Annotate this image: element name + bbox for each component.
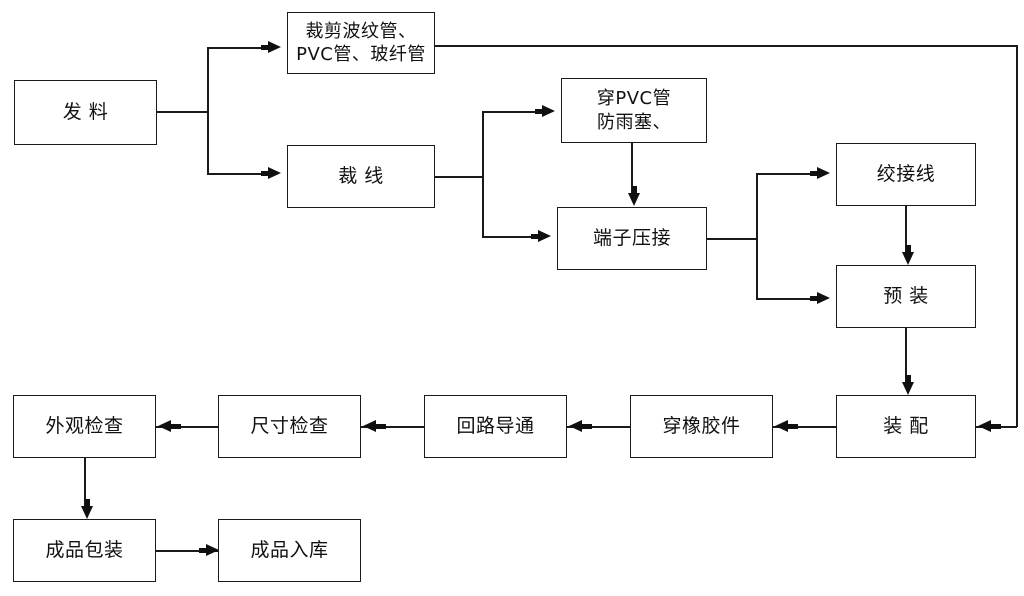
node-appearance-inspection[interactable]: 外观检查 xyxy=(13,395,156,458)
arrowhead-splice-to-preassembly xyxy=(902,245,914,265)
node-terminal-crimping[interactable]: 端子压接 xyxy=(557,207,707,270)
edge-crimp-bus-vertical xyxy=(756,173,758,299)
arrowhead-preassembly-to-assembly xyxy=(902,375,914,395)
node-rubber-parts-label: 穿橡胶件 xyxy=(662,415,741,438)
arrowhead-to-splice xyxy=(810,167,830,179)
node-preassembly[interactable]: 预 装 xyxy=(836,265,976,328)
edge-tube-to-right-rail xyxy=(435,45,1018,47)
arrowhead-packing-to-warehouse xyxy=(199,544,219,556)
edge-rubber-to-continuity xyxy=(567,426,630,428)
edge-splice-to-preassembly xyxy=(905,206,907,252)
node-rubber-parts[interactable]: 穿橡胶件 xyxy=(630,395,773,458)
edge-right-rail-vertical xyxy=(1016,45,1018,427)
edge-cutwire-bus-vertical xyxy=(482,111,484,237)
node-dimension-inspection-label: 尺寸检查 xyxy=(250,415,329,438)
arrowhead-pvc-to-crimp xyxy=(628,186,640,206)
node-splicing-label: 绞接线 xyxy=(876,163,936,186)
edge-continuity-to-dimension xyxy=(361,426,424,428)
edge-preassembly-to-assembly xyxy=(905,328,907,382)
node-assembly[interactable]: 装 配 xyxy=(836,395,976,458)
node-dimension-inspection[interactable]: 尺寸检查 xyxy=(218,395,361,458)
edge-fali-bus-vertical xyxy=(207,47,209,174)
node-finished-warehousing-label: 成品入库 xyxy=(250,539,329,562)
node-cutting-tube[interactable]: 裁剪波纹管、 PVC管、玻纤管 xyxy=(287,12,435,74)
node-finished-packing-label: 成品包装 xyxy=(45,539,124,562)
arrowhead-to-preassembly xyxy=(810,292,830,304)
edge-fali-to-cutting-wire xyxy=(207,173,265,175)
arrowhead-to-cutting-wire xyxy=(261,167,281,179)
node-circuit-continuity[interactable]: 回路导通 xyxy=(424,395,567,458)
edge-crimp-to-splice xyxy=(756,173,814,175)
node-finished-packing[interactable]: 成品包装 xyxy=(13,519,156,582)
arrowhead-to-crimp xyxy=(531,230,551,242)
arrowhead-to-cutting-tube xyxy=(261,41,281,53)
edge-fali-to-bus xyxy=(157,111,208,113)
node-pvc-tube-rain-plug-label: 穿PVC管 防雨塞、 xyxy=(596,88,672,133)
edge-dimension-to-appearance xyxy=(156,426,218,428)
node-assembly-label: 装 配 xyxy=(883,415,929,438)
node-splicing[interactable]: 绞接线 xyxy=(836,143,976,206)
edge-pvc-to-crimp xyxy=(631,143,633,193)
node-preassembly-label: 预 装 xyxy=(883,285,929,308)
node-circuit-continuity-label: 回路导通 xyxy=(456,415,535,438)
node-cutting-wire-label: 裁 线 xyxy=(338,165,384,188)
node-fali[interactable]: 发 料 xyxy=(14,80,157,145)
arrowhead-rubber-to-continuity xyxy=(569,420,592,432)
arrowhead-appearance-to-packing xyxy=(81,499,93,519)
edge-cutwire-to-bus xyxy=(435,176,483,178)
node-appearance-inspection-label: 外观检查 xyxy=(45,415,124,438)
node-finished-warehousing[interactable]: 成品入库 xyxy=(218,519,361,582)
arrowhead-to-pvc xyxy=(535,105,555,117)
edge-cutwire-to-pvc xyxy=(482,111,539,113)
edge-cutwire-to-crimp xyxy=(482,236,535,238)
arrowhead-assembly-to-rubber xyxy=(775,420,798,432)
edge-crimp-to-preassembly xyxy=(756,298,814,300)
edge-appearance-to-packing xyxy=(84,458,86,506)
arrowhead-right-rail-to-assembly xyxy=(978,420,1001,432)
node-cutting-tube-label: 裁剪波纹管、 PVC管、玻纤管 xyxy=(296,20,426,65)
edge-crimp-to-bus xyxy=(707,238,757,240)
edge-packing-to-warehouse xyxy=(156,550,218,552)
node-fali-label: 发 料 xyxy=(62,101,109,124)
edge-fali-to-cutting-tube xyxy=(207,47,265,49)
arrowhead-continuity-to-dimension xyxy=(363,420,386,432)
arrowhead-dimension-to-appearance xyxy=(158,420,181,432)
node-cutting-wire[interactable]: 裁 线 xyxy=(287,145,435,208)
node-pvc-tube-rain-plug[interactable]: 穿PVC管 防雨塞、 xyxy=(561,78,707,143)
node-terminal-crimping-label: 端子压接 xyxy=(592,227,671,250)
edge-assembly-to-rubber xyxy=(773,426,836,428)
